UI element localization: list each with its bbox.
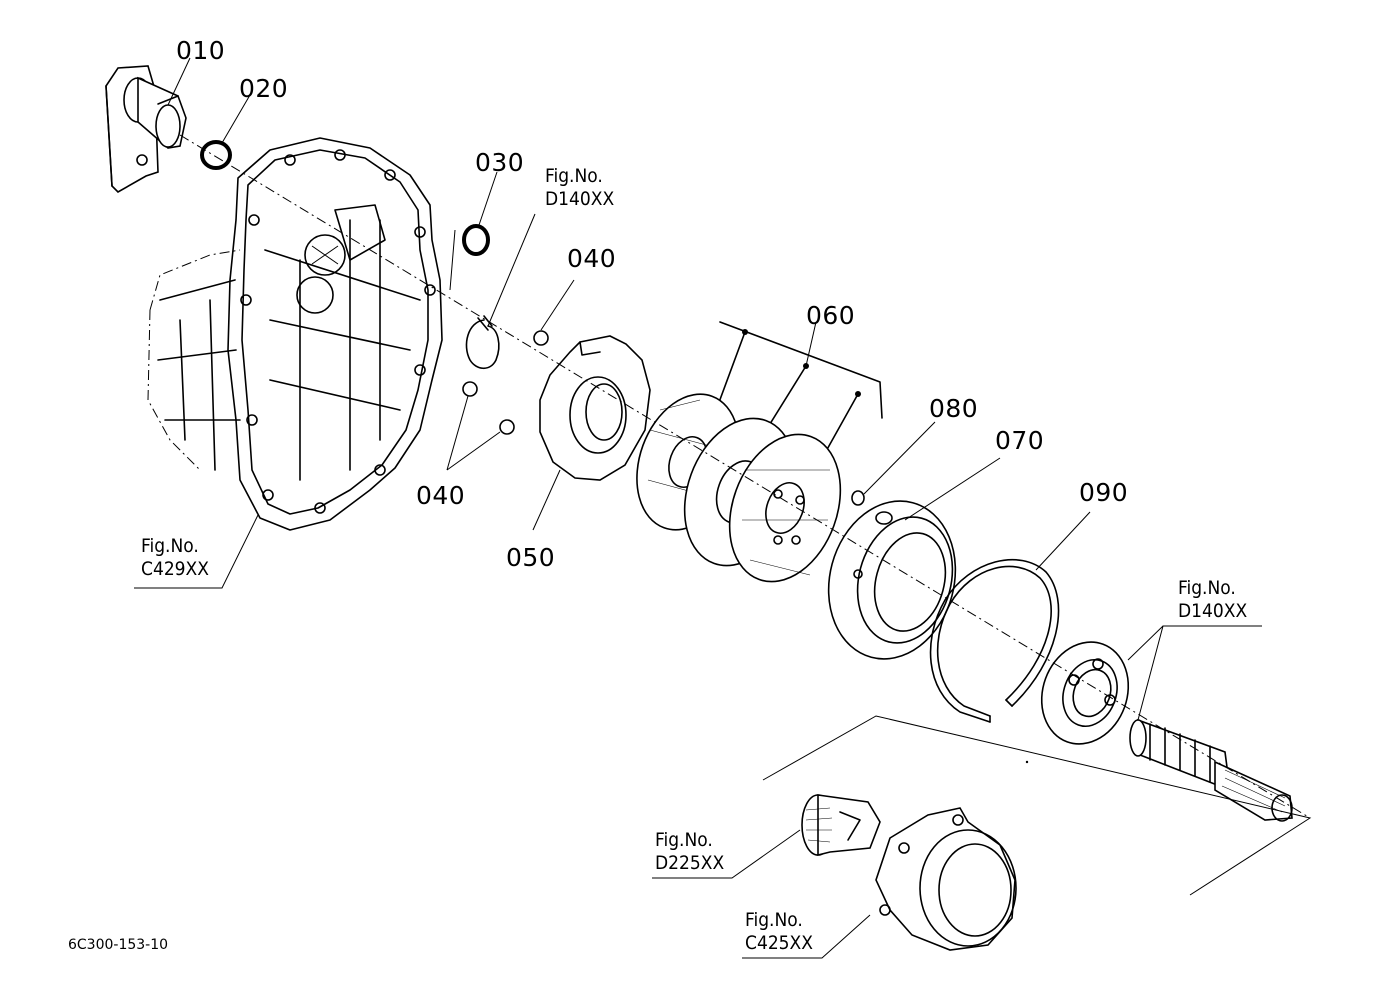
splined-shaft xyxy=(1129,718,1293,822)
lower-assembly xyxy=(762,715,1312,951)
figref-c425-line2: C425XX xyxy=(745,932,813,954)
snap-ring-d140 xyxy=(465,315,500,370)
leader-lines xyxy=(134,57,1262,959)
part-040-ball-3 xyxy=(499,419,515,435)
callout-070: 070 xyxy=(995,426,1045,455)
callout-040-lower: 040 xyxy=(416,481,466,510)
part-090-snap-ring xyxy=(929,558,1060,723)
figref-d225-line1: Fig.No. xyxy=(655,829,713,851)
figref-d140-top-line2: D140XX xyxy=(545,188,615,210)
callout-040-upper: 040 xyxy=(567,244,617,273)
figref-d225: Fig.No. D225XX xyxy=(655,829,724,875)
figref-d225-line2: D225XX xyxy=(655,852,725,874)
callout-020: 020 xyxy=(239,74,289,103)
figref-c429-line2: C429XX xyxy=(141,558,209,580)
callout-050: 050 xyxy=(506,543,556,572)
part-020-o-ring xyxy=(200,140,232,170)
figref-c429-line1: Fig.No. xyxy=(141,535,199,557)
stray-dot xyxy=(1025,760,1029,764)
figref-d140-top-line1: Fig.No. xyxy=(545,165,603,187)
figref-c429: Fig.No. C429XX xyxy=(141,535,209,581)
part-050-cam-plate xyxy=(539,335,651,481)
callout-080: 080 xyxy=(929,394,979,423)
figref-c425: Fig.No. C425XX xyxy=(745,909,813,955)
figref-d140-right-line1: Fig.No. xyxy=(1178,577,1236,599)
figref-c425-line1: Fig.No. xyxy=(745,909,803,931)
callout-060: 060 xyxy=(806,301,856,330)
part-070-piston xyxy=(827,500,957,660)
callout-090: 090 xyxy=(1079,478,1129,507)
part-030-o-ring xyxy=(462,224,490,256)
bearing-d140 xyxy=(1040,641,1130,745)
part-080-pin xyxy=(851,490,865,506)
figref-d140-right-line2: D140XX xyxy=(1178,600,1248,622)
transmission-housing xyxy=(147,137,443,531)
callout-030: 030 xyxy=(475,148,525,177)
part-040-ball-1 xyxy=(533,330,549,346)
part-010-shaft-plate xyxy=(105,65,187,193)
figref-d140-top: Fig.No. D140XX xyxy=(545,165,614,211)
part-060-clutch-plates xyxy=(636,321,883,583)
drawing-code: 6C300-153-10 xyxy=(68,937,169,953)
figref-d140-right: Fig.No. D140XX xyxy=(1178,577,1247,623)
part-040-ball-2 xyxy=(462,381,478,397)
callout-010: 010 xyxy=(176,36,226,65)
